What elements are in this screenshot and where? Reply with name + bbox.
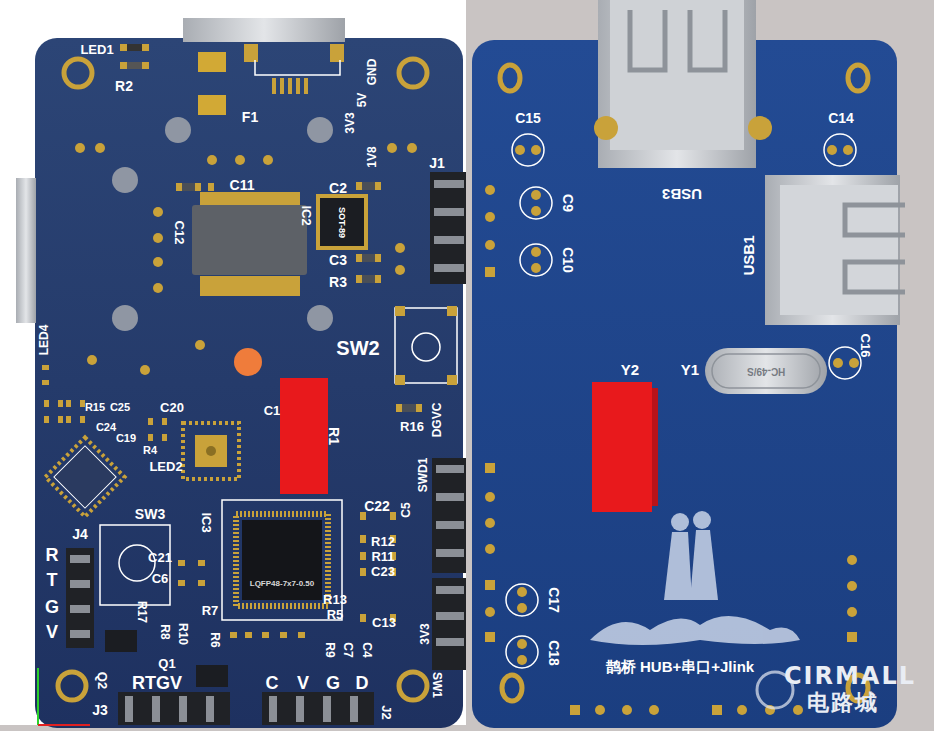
silkscreen-label: SW2 [336,338,379,358]
silkscreen-label: C24 [96,422,116,433]
silkscreen-label: 鹊桥 HUB+串口+Jlink [606,659,754,674]
silkscreen-label: R13 [323,593,347,606]
silkscreen-label: C25 [110,402,130,413]
silkscreen-label: SW3 [135,507,165,521]
silkscreen-label: 3V3 [344,112,356,133]
silkscreen-label: R9 [324,642,336,657]
silkscreen-label: C17 [547,587,561,613]
silkscreen-label: C19 [116,433,136,444]
silkscreen-label: C10 [561,247,575,273]
silkscreen-label: LQFP48-7x7-0.50 [250,580,314,588]
silkscreen-label: LED2 [149,460,182,473]
silkscreen-label: C5 [400,502,412,517]
silkscreen-label: C3 [329,253,347,267]
silkscreen-label: 3V3 [419,623,431,644]
silkscreen-label: C4 [361,642,373,657]
silkscreen-label: RTGV [132,674,182,692]
silkscreen-label: C9 [561,194,575,212]
silkscreen-label: SW1 [431,672,443,698]
silkscreen-label: T [47,571,58,589]
silkscreen-label: R10 [177,623,189,645]
silkscreen-label: R [46,546,59,564]
silkscreen-label: IC3 [199,512,212,532]
silkscreen-label: R7 [202,604,219,617]
silkscreen-label: G [45,598,59,616]
silkscreen-label: C16 [859,333,872,357]
silkscreen-label: G [326,674,340,692]
silkscreen-label: DGVC [431,403,443,438]
silkscreen-label: R17 [136,601,148,623]
silkscreen-label: R4 [143,445,157,456]
silkscreen-label: J2 [380,705,393,719]
silkscreen-label: IC2 [299,205,312,225]
silkscreen-label: R11 [371,550,394,563]
silkscreen-label: J4 [72,527,88,541]
silkscreen-label: Q1 [158,657,175,670]
silkscreen-label: Q2 [97,671,110,688]
silkscreen-label: C23 [371,565,395,578]
silkscreen-label: CIRMALL [784,664,916,688]
silkscreen-label: Y1 [681,362,699,377]
silkscreen-label: R6 [209,632,221,647]
silkscreen-label: J3 [92,703,108,717]
silkscreen-label: R1 [327,427,341,445]
silkscreen-label: LED4 [38,325,50,356]
silkscreen-label: USB3 [662,187,702,202]
silkscreen-label: D [356,674,369,692]
silkscreen-label: SWD1 [417,458,429,493]
silkscreen-label: 5V [356,93,368,108]
silkscreen-label: 1V8 [366,146,378,167]
silkscreen-label: USB1 [740,235,755,275]
silkscreen-label: R16 [400,420,424,433]
silkscreen-label: SOT-89 [337,206,346,237]
silkscreen-label: C20 [160,401,184,414]
silkscreen-label: LED1 [80,43,113,56]
silkscreen-label: HC-49/S [747,366,785,376]
silkscreen-label: R5 [327,608,344,621]
silkscreen-label: C7 [342,642,354,657]
silkscreen-label: C15 [515,111,541,125]
silkscreen-label: F1 [242,110,258,124]
silkscreen-label: C22 [364,499,390,513]
silkscreen-label: R8 [159,624,171,639]
silkscreen-label: R2 [115,79,133,93]
silkscreen-label: C11 [230,178,255,192]
silkscreen-label: C1 [264,404,281,417]
silkscreen-label: R12 [371,535,395,548]
silkscreen-label: C2 [329,181,347,195]
silkscreen-label: C18 [547,640,561,666]
silkscreen-label: C12 [173,220,186,244]
silkscreen-label: R3 [329,275,347,289]
silkscreen-label: V [297,674,309,692]
silkscreen-label: Y2 [621,362,639,377]
silkscreen-label: C14 [828,111,854,125]
silkscreen-label: 电路城 [807,692,879,714]
silkscreen-label: C6 [152,572,169,585]
silkscreen-label: C13 [372,616,396,629]
silkscreen-label: R15 [85,402,105,413]
silkscreen-label: GND [366,59,378,86]
silkscreen-label: V [46,623,58,641]
silkscreen-label: C21 [148,551,172,564]
silkscreen-label: J1 [429,156,445,170]
silkscreen-label: C [266,674,279,692]
